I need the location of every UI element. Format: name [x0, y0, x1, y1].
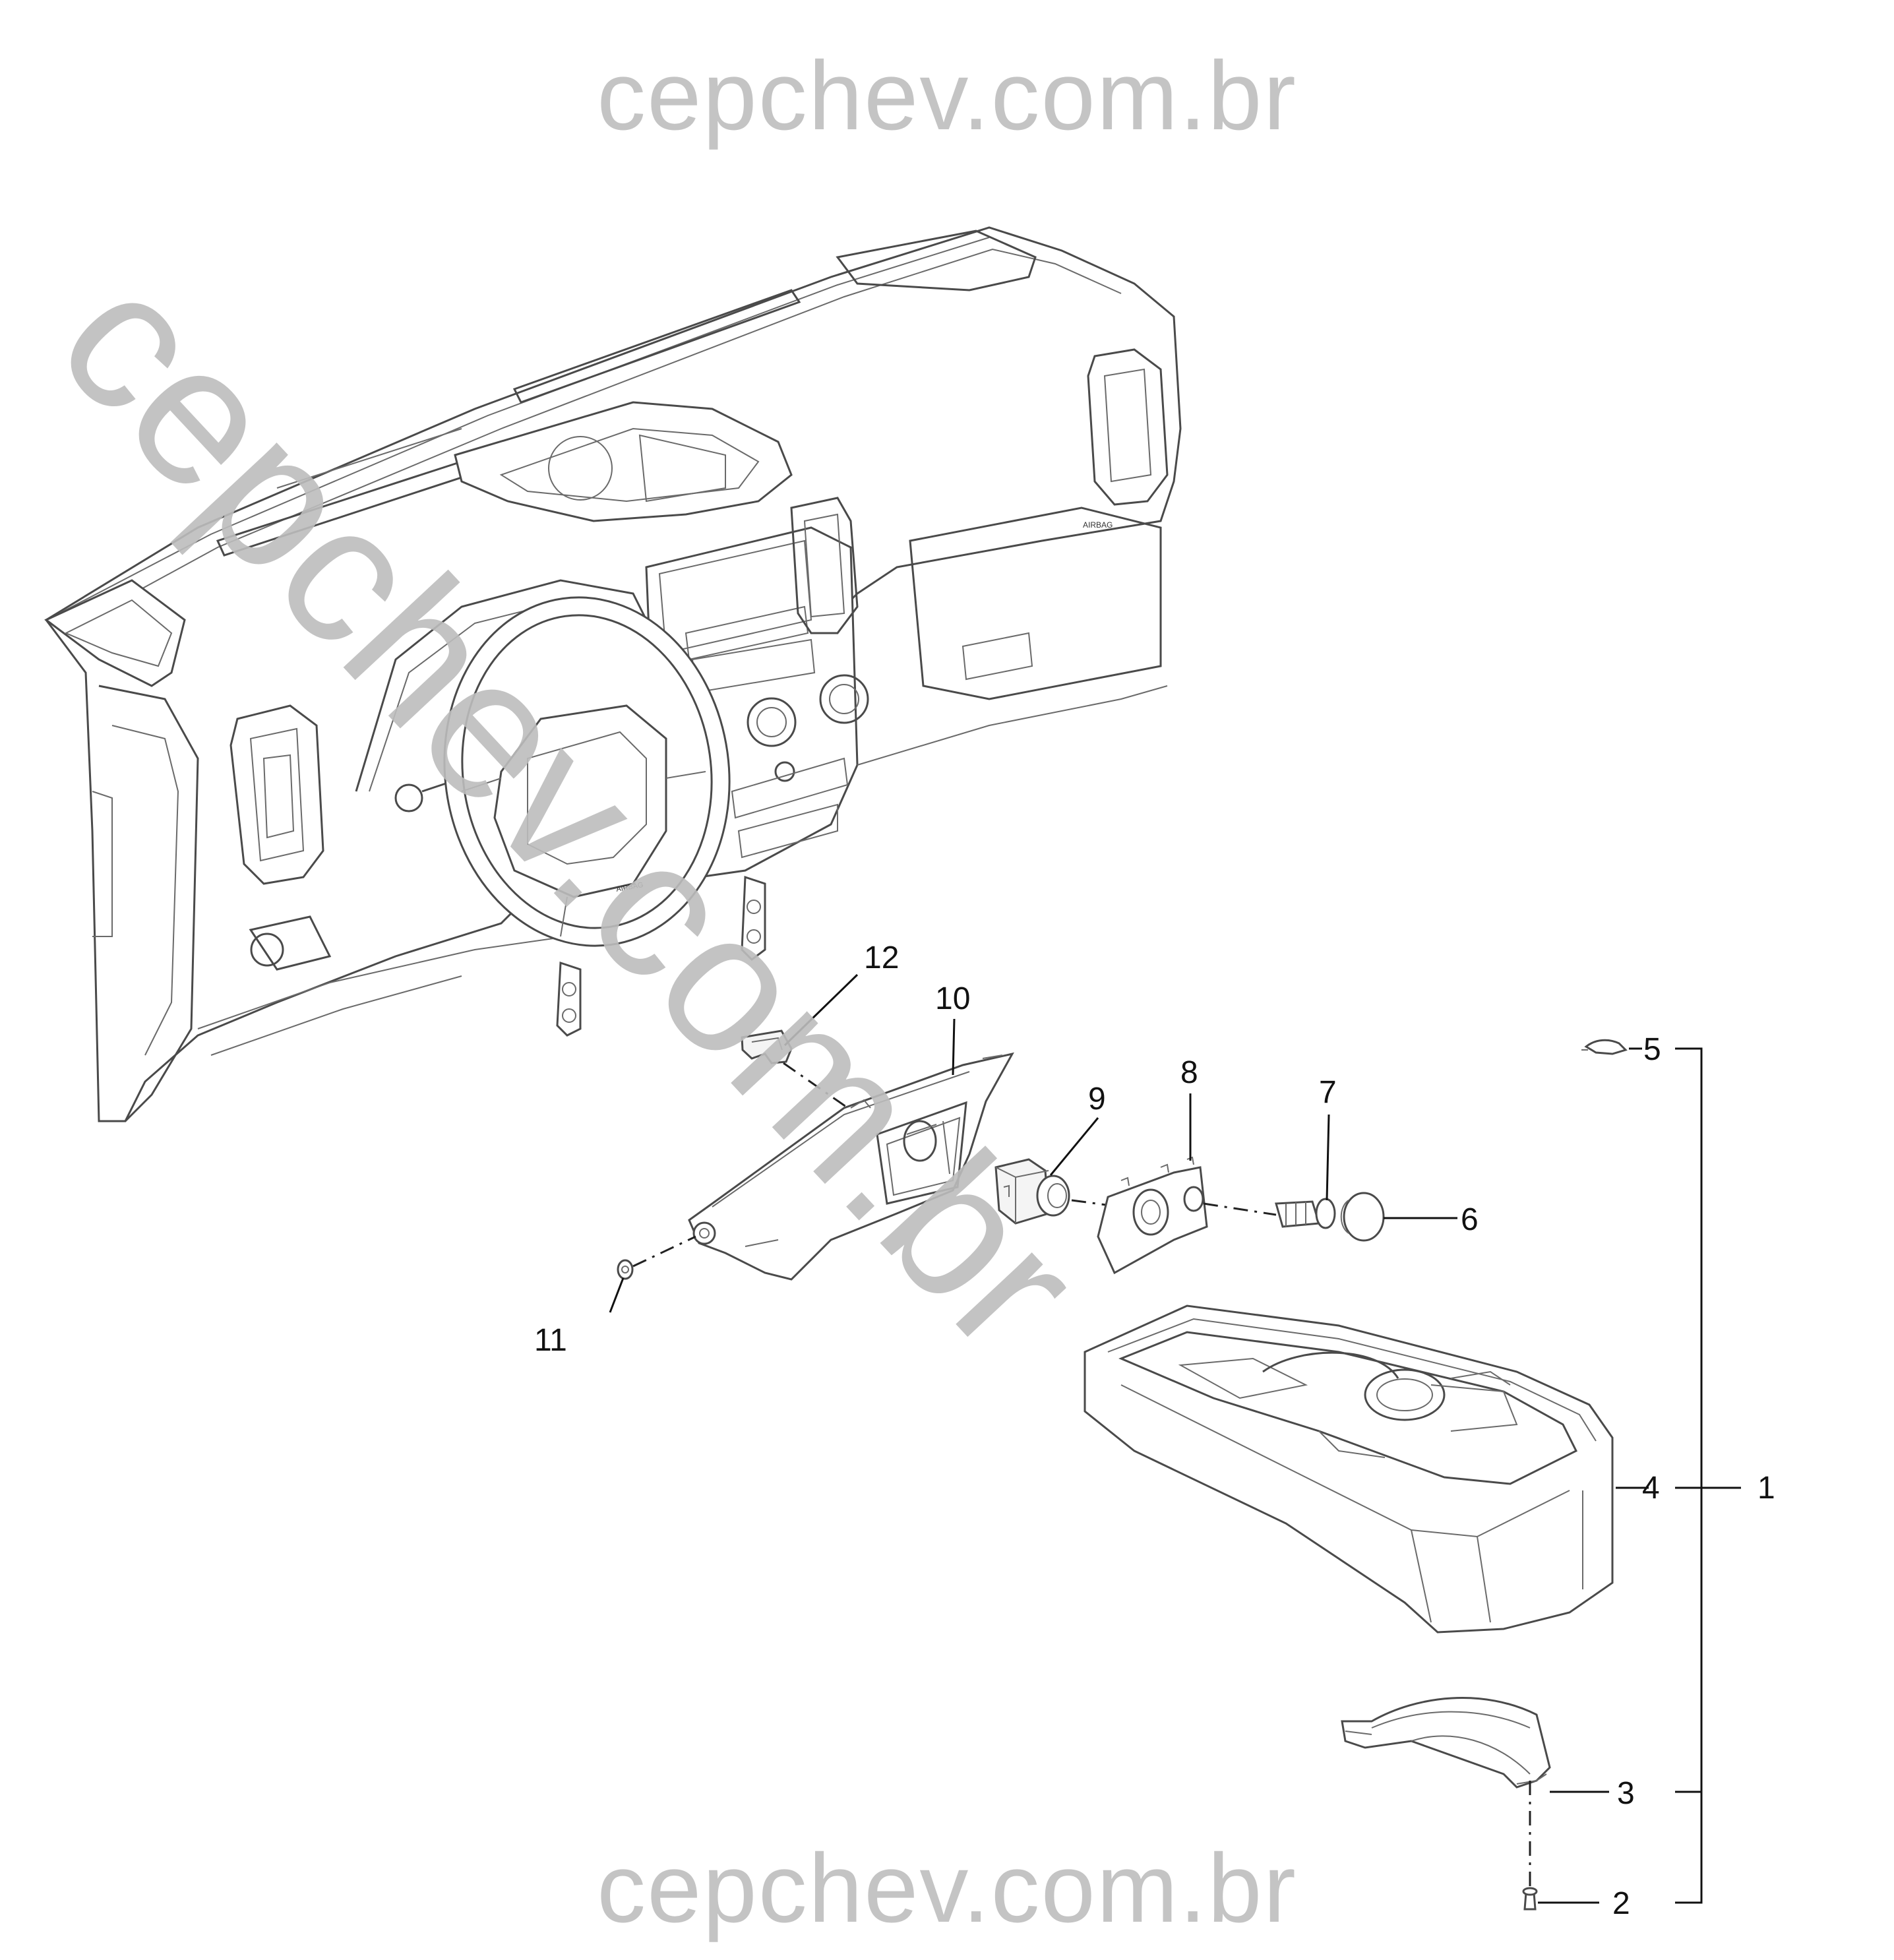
part-11-pin — [617, 1235, 696, 1280]
part-10-bezel — [688, 1052, 1014, 1281]
steering-wheel: AIRBAG — [443, 596, 731, 947]
callout-8: 8 — [1180, 1055, 1198, 1090]
callout-numbers: 1 2 3 4 5 6 7 8 9 10 11 12 — [534, 940, 1775, 1921]
callout-4: 4 — [1642, 1471, 1660, 1506]
watermark-top: cepchev.com.br — [597, 42, 1297, 150]
callout-11: 11 — [534, 1323, 567, 1358]
callout-3: 3 — [1617, 1776, 1635, 1811]
callout-2: 2 — [1612, 1886, 1630, 1921]
callout-12: 12 — [864, 940, 899, 975]
part-2-screw — [1522, 1887, 1538, 1911]
callout-7: 7 — [1319, 1075, 1337, 1110]
part-7-outlet — [1275, 1198, 1336, 1229]
watermark-bottom: cepchev.com.br — [597, 1834, 1297, 1943]
part-5-clip — [1581, 1039, 1628, 1055]
callout-leaders — [609, 973, 1741, 1904]
callout-5: 5 — [1643, 1032, 1661, 1067]
callout-1: 1 — [1757, 1471, 1775, 1506]
passenger-airbag-label: AIRBAG — [1083, 520, 1113, 530]
part-4-console — [1084, 1304, 1614, 1634]
part-8-panel — [1097, 1156, 1277, 1275]
callout-9: 9 — [1088, 1082, 1106, 1117]
part-12-clip — [741, 1029, 858, 1116]
callout-10: 10 — [935, 981, 970, 1016]
part-6-cap — [1340, 1192, 1385, 1242]
part-9-switch — [994, 1158, 1122, 1225]
callout-6: 6 — [1461, 1202, 1479, 1237]
part-3-tray — [1341, 1697, 1551, 1886]
